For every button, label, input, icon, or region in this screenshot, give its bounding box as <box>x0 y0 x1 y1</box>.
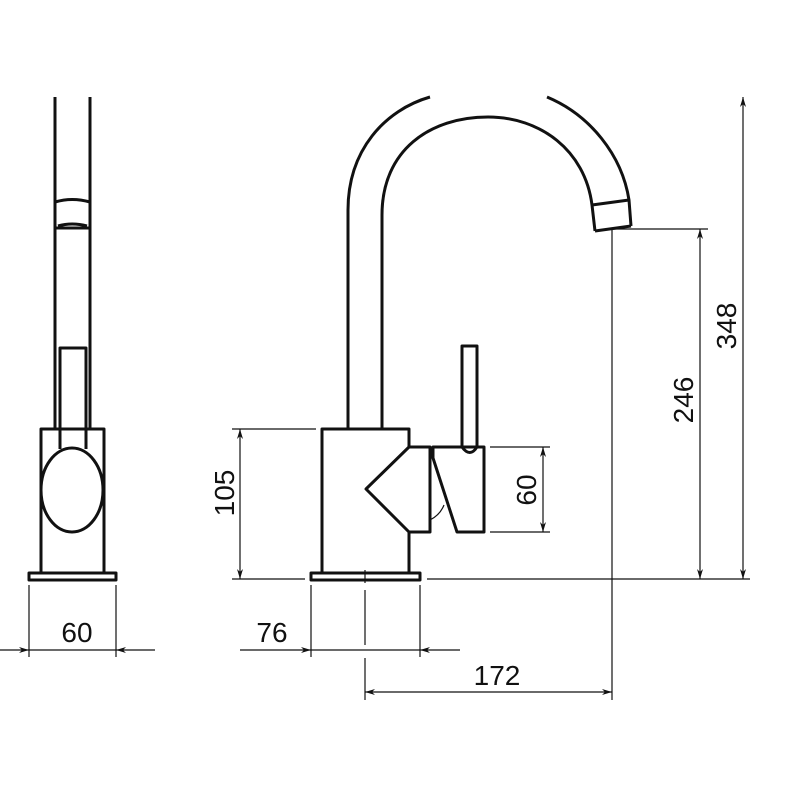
spout-outer-top <box>546 95 633 227</box>
front-handle-knob <box>39 446 105 534</box>
extension-lines <box>310 570 421 700</box>
cartridge-arc <box>429 504 445 521</box>
dim-label-handle-height: 60 <box>511 474 542 505</box>
front-lever <box>58 346 88 449</box>
dim-label-side-width: 60 <box>61 617 92 648</box>
spout-inner <box>380 115 597 429</box>
dim-label-spout-reach: 172 <box>474 660 521 691</box>
extension-lines <box>611 228 708 700</box>
front-spout-tube <box>53 97 92 429</box>
spout-aerator <box>591 198 632 233</box>
side-handle <box>431 445 486 534</box>
front-view: 60 <box>0 97 155 657</box>
side-body <box>320 427 411 573</box>
side-view: 105 60 246 348 76 172 <box>209 95 750 700</box>
front-base-plate <box>27 571 118 582</box>
dim-label-body-height: 105 <box>209 470 240 517</box>
extension-lines <box>28 585 117 657</box>
dim-label-outlet-height: 246 <box>668 377 699 424</box>
spout-outer <box>346 95 431 429</box>
front-aerator-ring <box>54 198 91 230</box>
side-lever <box>460 344 479 454</box>
dim-label-total-height: 348 <box>711 303 742 350</box>
extension-lines <box>232 428 750 580</box>
dim-label-base-width: 76 <box>256 617 287 648</box>
cartridge <box>364 445 432 534</box>
